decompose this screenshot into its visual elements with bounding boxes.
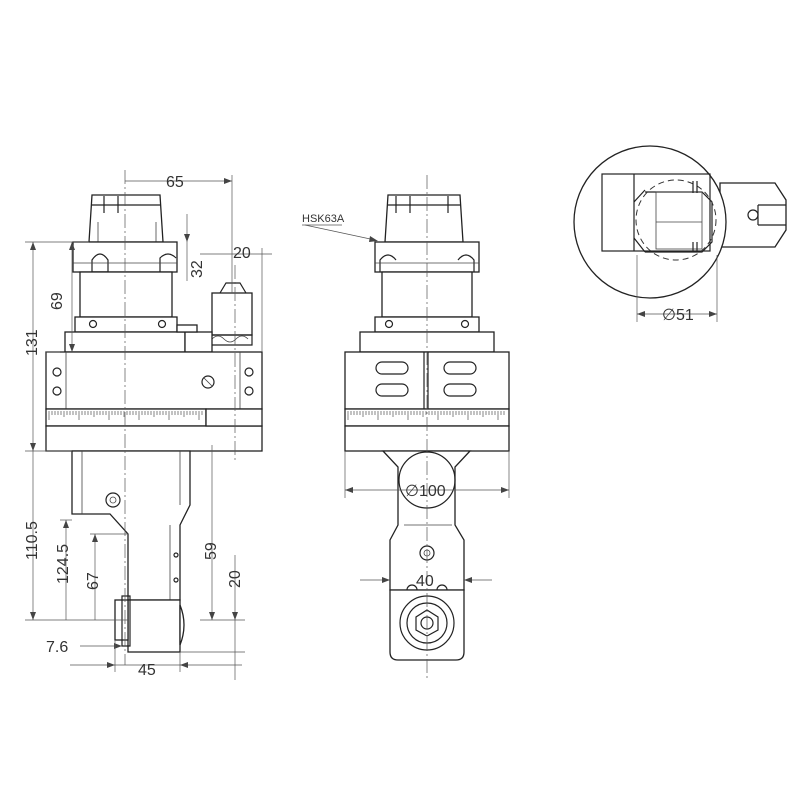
fitting-nut	[176, 324, 198, 333]
dim-45: 45	[138, 662, 156, 679]
detail-ticks	[692, 181, 698, 252]
hsk-shank	[384, 194, 464, 243]
flange-keyway-right	[457, 254, 475, 272]
screw-icon	[52, 367, 62, 377]
dim-69: 69	[49, 292, 66, 310]
flange-keyway	[379, 254, 397, 272]
dim-dia-100: ∅100	[405, 483, 446, 500]
flange-keyway-right	[159, 253, 177, 272]
spindle-nose	[127, 599, 181, 653]
dim-32: 32	[189, 260, 206, 278]
coolant-fitting	[211, 292, 253, 336]
screw-icon	[52, 386, 62, 396]
dim-65: 65	[166, 174, 184, 191]
arm-front	[381, 450, 472, 591]
dim-dia-51: ∅51	[662, 307, 694, 324]
fitting-thread	[211, 335, 249, 343]
collar	[79, 271, 173, 318]
scale-ticks	[347, 411, 505, 420]
slot	[375, 383, 409, 397]
fitting-block	[184, 331, 213, 353]
front-view	[344, 175, 510, 680]
adjust-screw-icon	[201, 375, 215, 389]
screw-icon	[88, 319, 98, 329]
side-dimensions: 65 20 32 131 69 110.5 124.5	[24, 174, 272, 680]
front-dimensions: HSK63A ∅100 40	[302, 213, 510, 590]
top-view: ∅51	[573, 145, 787, 324]
side-view	[45, 170, 263, 665]
screw-slot	[203, 377, 213, 387]
dim-110-5: 110.5	[24, 521, 41, 560]
screw-icon	[244, 386, 254, 396]
hidden-circle	[635, 179, 717, 261]
housing-step	[205, 408, 263, 427]
slot	[375, 361, 409, 375]
screw-icon	[244, 367, 254, 377]
pin-icon	[173, 552, 179, 558]
hex-nut-icon	[415, 609, 439, 637]
pin-icon	[173, 577, 179, 583]
shank-slot	[103, 196, 119, 213]
collar-ring	[74, 316, 178, 333]
dim-20-top: 20	[233, 245, 251, 262]
flange-keyway	[91, 253, 109, 273]
hsk-shank	[88, 194, 164, 243]
screw-icon	[460, 319, 470, 329]
scale-ticks	[48, 411, 203, 420]
dim-20-bottom: 20	[227, 570, 244, 588]
slot	[443, 361, 477, 375]
dim-7-6: 7.6	[46, 639, 68, 656]
clamp-lever	[719, 182, 787, 248]
dim-67: 124.5	[55, 544, 72, 584]
fitting-cap	[219, 282, 247, 294]
detail-circle	[573, 145, 727, 299]
nose-edge	[179, 604, 185, 646]
shank-edge	[97, 222, 157, 242]
dim-40: 40	[416, 573, 434, 590]
dim-59: 67	[85, 572, 102, 590]
split-line	[423, 352, 429, 409]
detail-cross	[655, 191, 703, 250]
dim-124-5: 59	[203, 542, 220, 560]
main-housing	[45, 351, 263, 410]
housing-edge	[65, 352, 241, 409]
screw-icon	[384, 319, 394, 329]
detail-chamfer	[633, 189, 646, 253]
dim-131: 131	[24, 329, 41, 356]
hsk-label: HSK63A	[302, 213, 345, 225]
slot	[443, 383, 477, 397]
screw-icon	[157, 319, 167, 329]
arm-edge	[81, 451, 181, 600]
detail-body	[601, 173, 711, 252]
shank-slot	[395, 196, 449, 213]
lever-pin-icon	[747, 209, 759, 221]
port-icon	[109, 496, 117, 504]
housing-lower	[45, 425, 263, 452]
washer	[121, 595, 131, 647]
port-icon	[105, 492, 121, 508]
